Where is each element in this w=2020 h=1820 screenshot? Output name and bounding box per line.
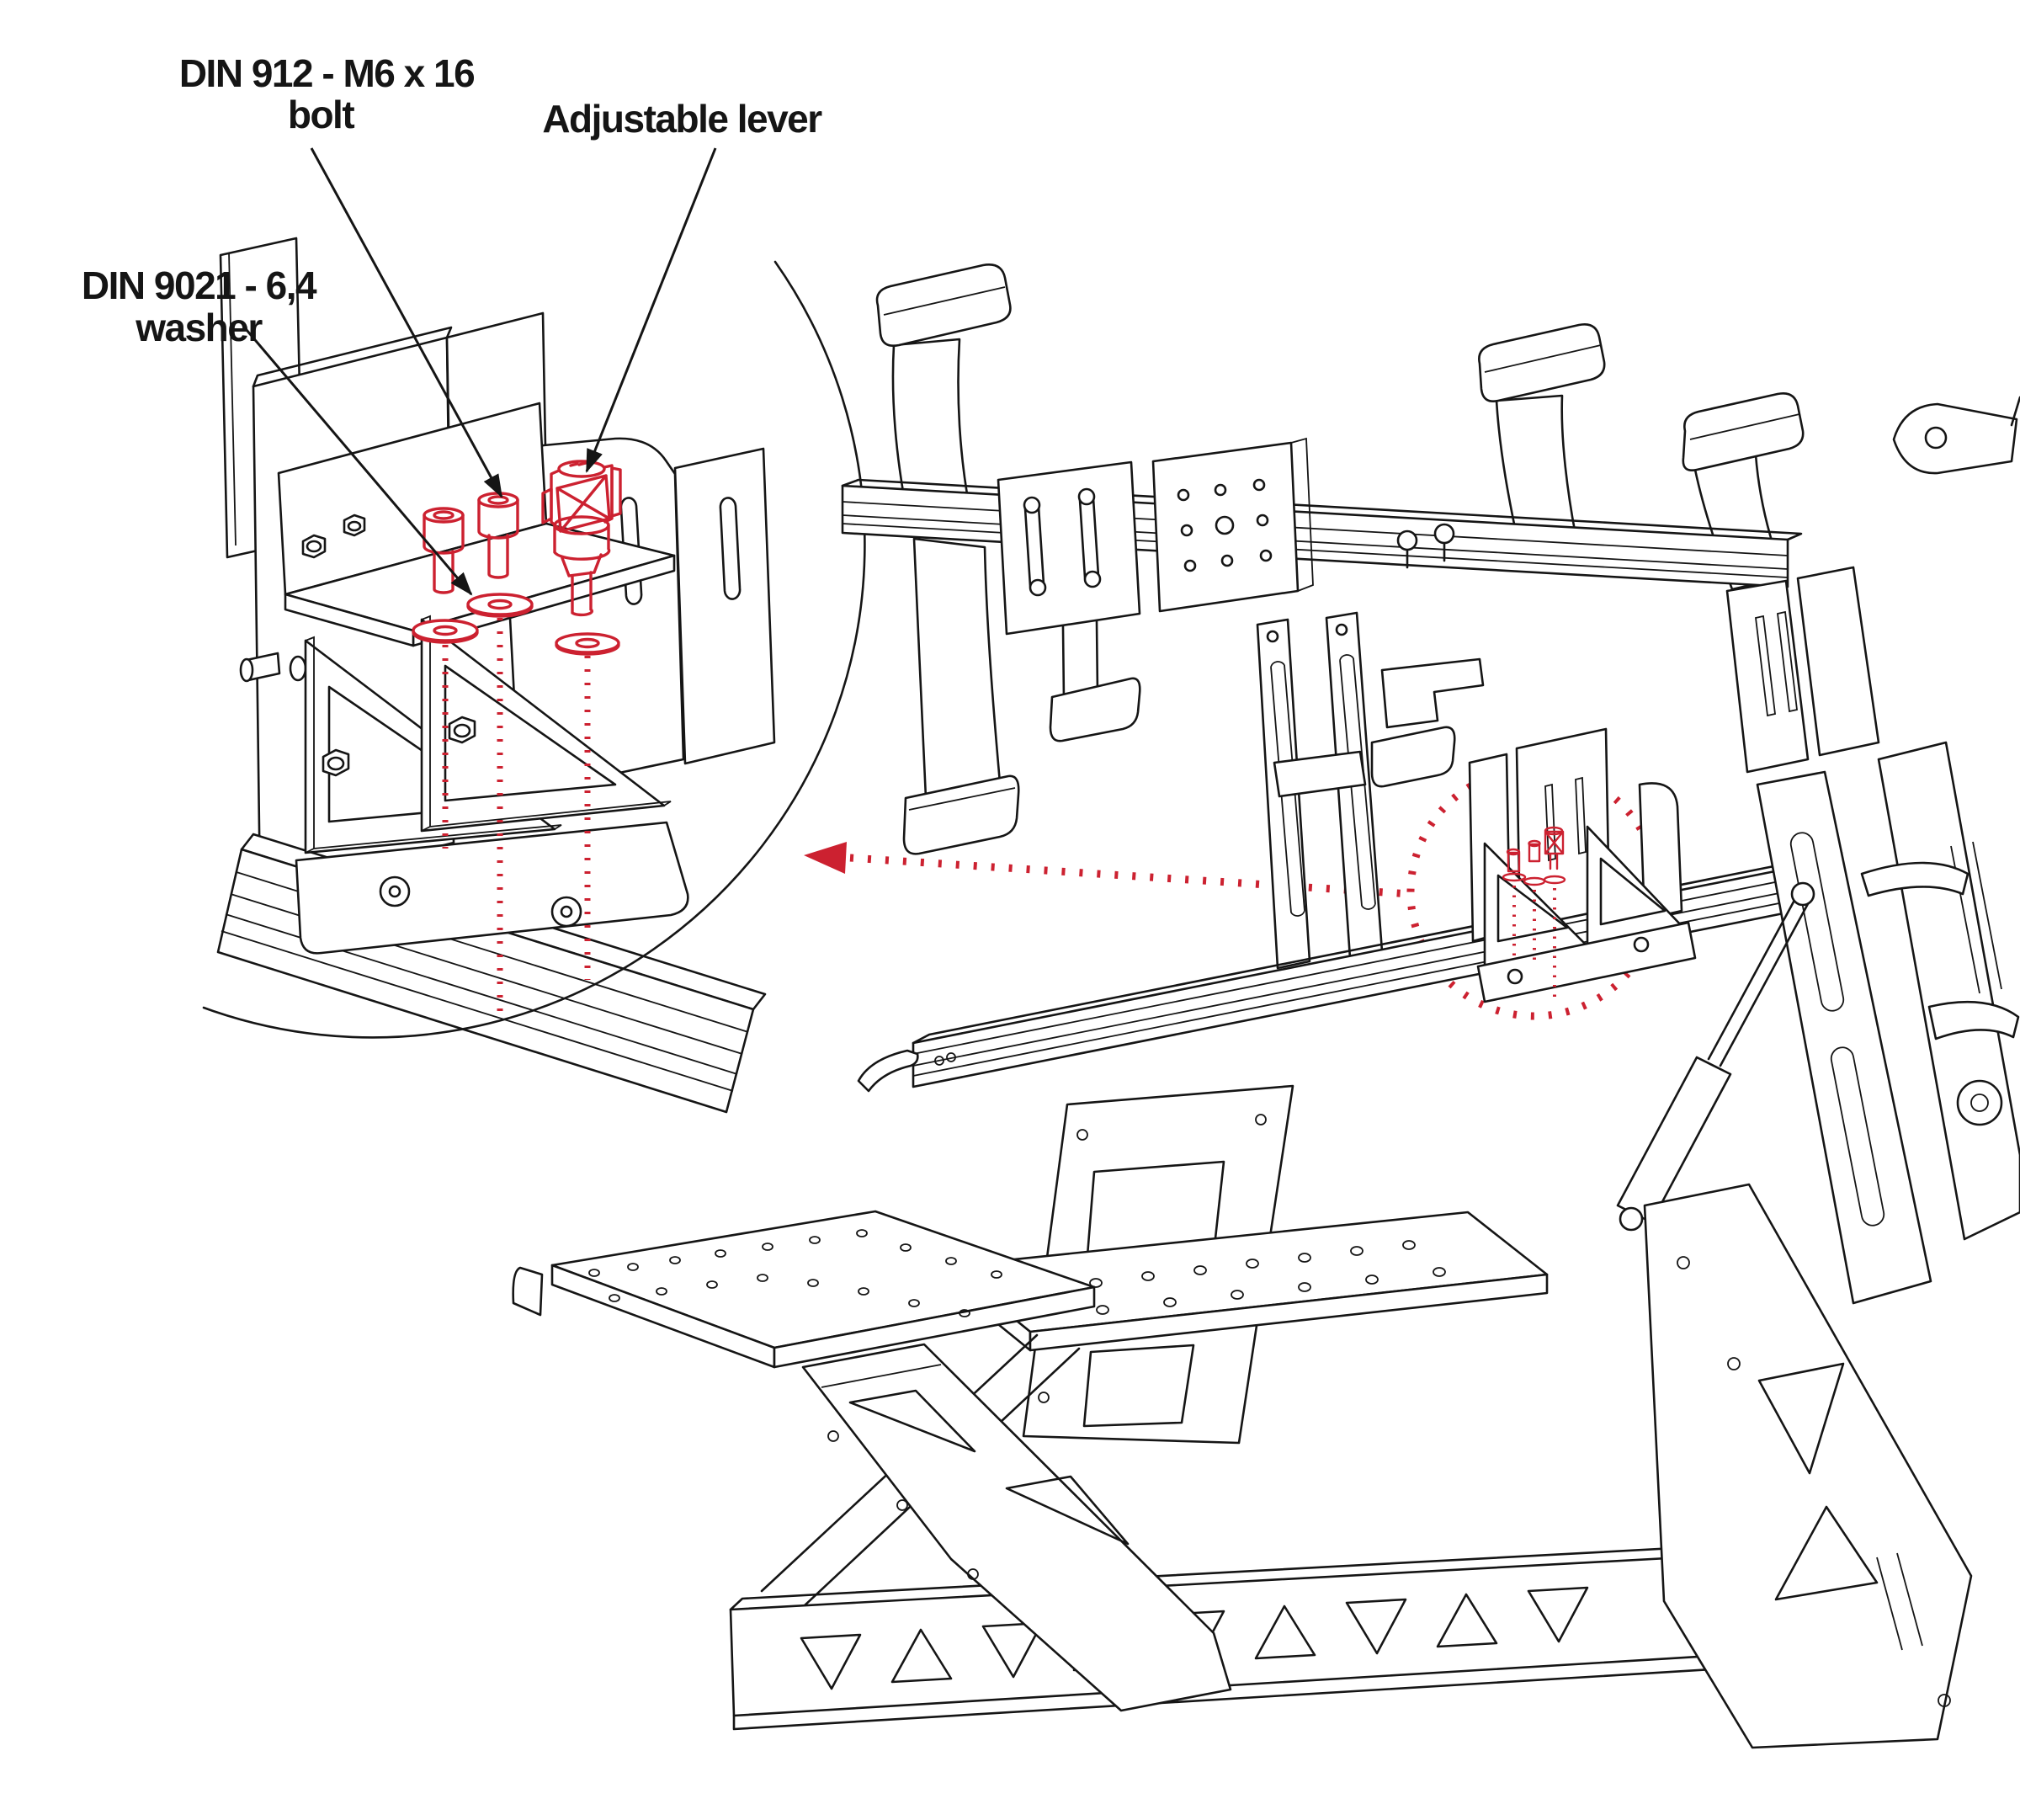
strut-rod	[1707, 892, 1811, 1067]
right-wing	[1616, 396, 2020, 1305]
bolt-label-line1: DIN 912 - M6 x 16	[179, 51, 474, 95]
washer-leader-line	[245, 329, 473, 596]
monitor-arm-middle	[1478, 323, 1606, 554]
monitor-arm-left	[875, 263, 1020, 855]
din9021-washer-lever	[555, 632, 620, 656]
vesa-plate-slotted	[997, 460, 1141, 636]
wheel-deck-arm	[801, 1343, 1232, 1712]
detail-base-plate	[295, 821, 689, 955]
hook-bracket	[1370, 657, 1485, 788]
lever-label: Adjustable lever	[542, 97, 822, 141]
labels: DIN 912 - M6 x 16 bolt Adjustable lever …	[82, 51, 824, 596]
side-lever-1	[1860, 861, 1970, 897]
side-lever-2	[1927, 1000, 2020, 1040]
lever-leader-line	[585, 147, 717, 473]
target-bracket-assembly	[1468, 727, 1697, 1003]
bolt-label-line2: bolt	[288, 93, 354, 136]
hex-nuts	[239, 514, 582, 928]
target-red-fasteners	[1502, 826, 1566, 1003]
washer-label-line1: DIN 9021 - 6,4	[82, 263, 317, 307]
detail-circle-boundary	[202, 260, 866, 1039]
bolt-leader-line	[310, 147, 503, 498]
din9021-washer-middle	[466, 593, 534, 618]
main-drawing	[512, 263, 2020, 1749]
vesa-plate-holes	[1151, 437, 1314, 613]
detail-view	[202, 237, 866, 1114]
callout-dotted-connector	[849, 854, 1411, 898]
wheel-deck	[512, 1210, 1232, 1712]
detail-gusset-right	[420, 615, 672, 833]
din9021-washer-left	[412, 619, 479, 644]
callout-arrowhead	[804, 842, 847, 874]
adjustable-lever-part	[541, 460, 622, 617]
center-column	[1256, 611, 1384, 970]
rail-studs	[1396, 523, 1455, 569]
washer-label-line2: washer	[135, 306, 263, 349]
base-right-wing	[1643, 1183, 1973, 1749]
detail-right-plate	[673, 447, 776, 765]
